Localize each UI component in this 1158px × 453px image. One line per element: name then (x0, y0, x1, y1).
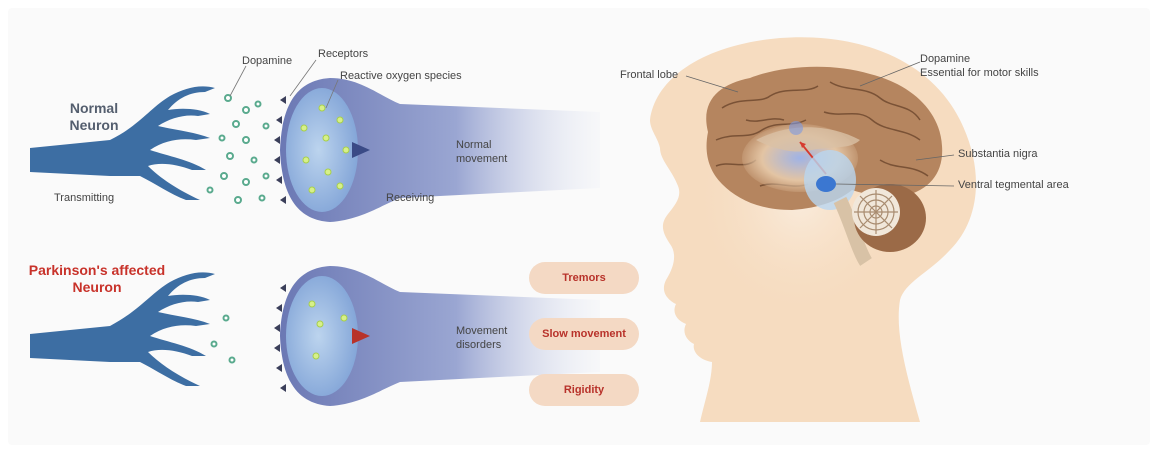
symptom-rigidity: Rigidity (529, 374, 639, 406)
receptors-label: Receptors (318, 48, 368, 60)
symptom-tremors: Tremors (529, 262, 639, 294)
ros-label: Reactive oxygen species (340, 70, 462, 82)
dopamine-particles-affected (212, 316, 235, 363)
transmitting-label: Transmitting (54, 192, 114, 204)
substantia-nigra-label: Substantia nigra (958, 148, 1038, 160)
dopamine-brain-label: Dopamine Essential for motor skills (920, 52, 1039, 80)
vta-label: Ventral tegmental area (958, 179, 1069, 191)
normal-neuron-title: Normal Neuron (54, 100, 134, 134)
symptom-slow-movement: Slow movement (529, 318, 639, 350)
affected-neuron-title: Parkinson's affected Neuron (14, 262, 180, 296)
normal-movement-label: Normal movement (456, 138, 507, 166)
receiving-label: Receiving (386, 192, 434, 204)
frontal-lobe-label: Frontal lobe (620, 69, 678, 81)
dopamine-label: Dopamine (242, 55, 292, 67)
movement-disorders-label: Movement disorders (456, 324, 507, 352)
